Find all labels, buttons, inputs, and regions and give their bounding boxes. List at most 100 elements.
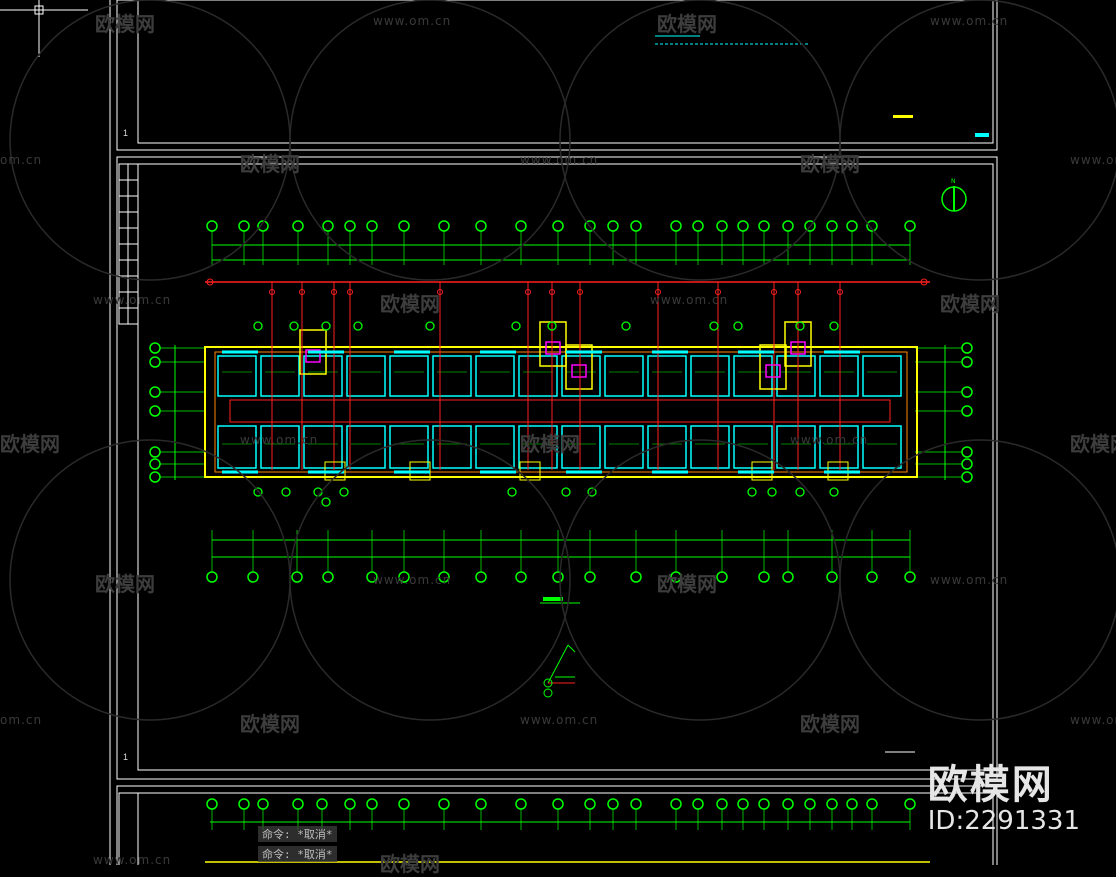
grid-axis-bubble: [716, 798, 728, 810]
room-outline: [604, 425, 644, 469]
room-outline: [389, 425, 429, 469]
room-outline: [303, 355, 343, 397]
grid-axis-bubble: [758, 220, 770, 232]
entrance: [519, 461, 541, 481]
grid-axis-bubble: [670, 571, 682, 583]
sheet-number: 1: [123, 752, 129, 762]
room-outline: [432, 425, 472, 469]
pipe-tag-bubble: [709, 321, 719, 331]
asset-id: ID:2291331: [927, 806, 1080, 836]
grid-axis-bubble: [961, 405, 973, 417]
room-outline: [389, 355, 429, 397]
grid-axis-bubble: [247, 571, 259, 583]
grid-axis-bubble: [149, 405, 161, 417]
grid-axis-bubble: [607, 798, 619, 810]
grid-axis-bubble: [961, 471, 973, 483]
room-outline: [819, 425, 859, 469]
grid-axis-bubble: [257, 798, 269, 810]
grid-axis-bubble: [630, 571, 642, 583]
room-outline: [819, 355, 859, 397]
grid-axis-bubble: [475, 220, 487, 232]
command-line-history: 命令: *取消*: [258, 826, 337, 842]
stair-symbol: [765, 364, 781, 378]
room-outline: [862, 355, 902, 397]
grid-axis-bubble: [438, 571, 450, 583]
grid-axis-bubble: [552, 798, 564, 810]
grid-axis-bubble: [398, 220, 410, 232]
grid-axis-bubble: [552, 220, 564, 232]
room-outline: [217, 355, 257, 397]
top-drawing-sheet: [116, 0, 998, 151]
grid-axis-bubble: [804, 798, 816, 810]
grid-axis-bubble: [758, 571, 770, 583]
grid-axis-bubble: [322, 220, 334, 232]
interior-wall-line: [214, 351, 908, 473]
room-outline: [518, 355, 558, 397]
pipe-tag-bubble: [253, 487, 263, 497]
grid-axis-bubble: [291, 571, 303, 583]
room-outline: [733, 355, 773, 397]
grid-axis-bubble: [149, 458, 161, 470]
crosshair-cursor-icon: [0, 0, 88, 57]
grid-axis-bubble: [846, 220, 858, 232]
command-line-current[interactable]: 命令: *取消*: [258, 846, 337, 862]
grid-axis-bubble: [149, 342, 161, 354]
pipe-tag-bubble: [321, 321, 331, 331]
room-outline: [690, 425, 730, 469]
grid-axis-bubble: [826, 571, 838, 583]
pipe-tag-bubble: [339, 487, 349, 497]
stairwell: [759, 344, 787, 390]
grid-axis-bubble: [206, 798, 218, 810]
grid-axis-bubble: [782, 220, 794, 232]
grid-axis-bubble: [961, 386, 973, 398]
grid-axis-bubble: [961, 458, 973, 470]
pipe-tag-bubble: [587, 487, 597, 497]
grid-axis-bubble: [238, 220, 250, 232]
grid-axis-bubble: [866, 798, 878, 810]
grid-axis-bubble: [961, 342, 973, 354]
room-outline: [776, 425, 816, 469]
pipe-tag-bubble: [767, 487, 777, 497]
pipe-tag-bubble: [425, 321, 435, 331]
main-drawing-sheet: [116, 156, 998, 780]
pipe-tag-bubble: [733, 321, 743, 331]
grid-axis-bubble: [344, 220, 356, 232]
room-outline: [690, 355, 730, 397]
sheet-number: 1: [123, 128, 129, 138]
svg-text:N: N: [951, 178, 956, 185]
grid-axis-bubble: [961, 356, 973, 368]
grid-axis-bubble: [630, 798, 642, 810]
grid-axis-bubble: [716, 220, 728, 232]
room-outline: [733, 425, 773, 469]
pipe-tag-bubble: [353, 321, 363, 331]
pipe-tag-bubble: [795, 321, 805, 331]
grid-axis-bubble: [782, 571, 794, 583]
grid-axis-bubble: [692, 798, 704, 810]
grid-axis-bubble: [398, 571, 410, 583]
room-outline: [862, 425, 902, 469]
stair-symbol: [545, 341, 561, 355]
brand-logo: 欧模网 ID:2291331: [928, 752, 1080, 836]
grid-axis-bubble: [782, 798, 794, 810]
pipe-tag-bubble: [507, 487, 517, 497]
grid-axis-bubble: [584, 571, 596, 583]
room-outline: [518, 425, 558, 469]
room-outline: [260, 425, 300, 469]
grid-axis-bubble: [515, 220, 527, 232]
pipe-tag-bubble: [281, 487, 291, 497]
bottom-drawing-sheet: [116, 785, 998, 865]
grid-axis-bubble: [366, 220, 378, 232]
room-outline: [561, 425, 601, 469]
room-outline: [432, 355, 472, 397]
grid-axis-bubble: [316, 798, 328, 810]
grid-axis-bubble: [846, 798, 858, 810]
room-outline: [475, 355, 515, 397]
grid-axis-bubble: [904, 220, 916, 232]
exterior-wall: [204, 346, 918, 478]
room-outline: [260, 355, 300, 397]
pipe-tag-bubble: [747, 487, 757, 497]
grid-axis-bubble: [238, 798, 250, 810]
room-outline: [604, 355, 644, 397]
pipe-tag-bubble: [829, 487, 839, 497]
